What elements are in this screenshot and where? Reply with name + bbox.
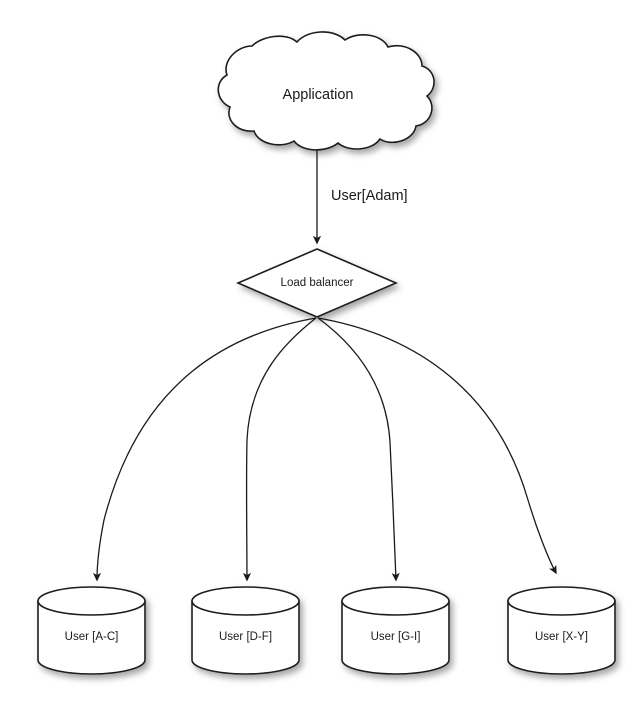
node-database-2[interactable]: User [D-F] (191, 586, 300, 675)
lb-to-db-arrow-4 (317, 317, 557, 575)
edge-group-lb-to-databases (92, 317, 557, 582)
cloud-shape (217, 31, 435, 151)
lb-to-db-arrow-2 (242, 317, 317, 582)
application-label: Application (283, 87, 354, 103)
cylinder-body-2 (191, 600, 300, 675)
cylinder-body-4 (507, 600, 616, 675)
node-database-3[interactable]: User [G-I] (341, 586, 450, 675)
diamond-shape (235, 248, 399, 318)
database-label-2: User [D-F] (219, 631, 272, 643)
lb-to-db-arrow-1 (92, 317, 317, 582)
cylinder-top-3 (341, 586, 450, 616)
cylinder-top-1 (37, 586, 146, 616)
node-load-balancer[interactable]: Load balancer (235, 248, 399, 318)
cylinder-body-1 (37, 600, 146, 675)
edge-app-to-load-balancer: User[Adam] (312, 150, 408, 245)
database-label-3: User [G-I] (371, 631, 421, 643)
node-application[interactable]: Application (217, 31, 435, 151)
lb-to-db-arrow-3 (317, 317, 400, 582)
node-database-1[interactable]: User [A-C] (37, 586, 146, 675)
cylinder-body-3 (341, 600, 450, 675)
load-balancer-label: Load balancer (281, 277, 354, 289)
app-to-lb-label: User[Adam] (331, 188, 408, 204)
node-database-4[interactable]: User [X-Y] (507, 586, 616, 675)
database-label-4: User [X-Y] (535, 631, 588, 643)
cylinder-top-2 (191, 586, 300, 616)
cylinder-top-4 (507, 586, 616, 616)
database-label-1: User [A-C] (65, 631, 119, 643)
